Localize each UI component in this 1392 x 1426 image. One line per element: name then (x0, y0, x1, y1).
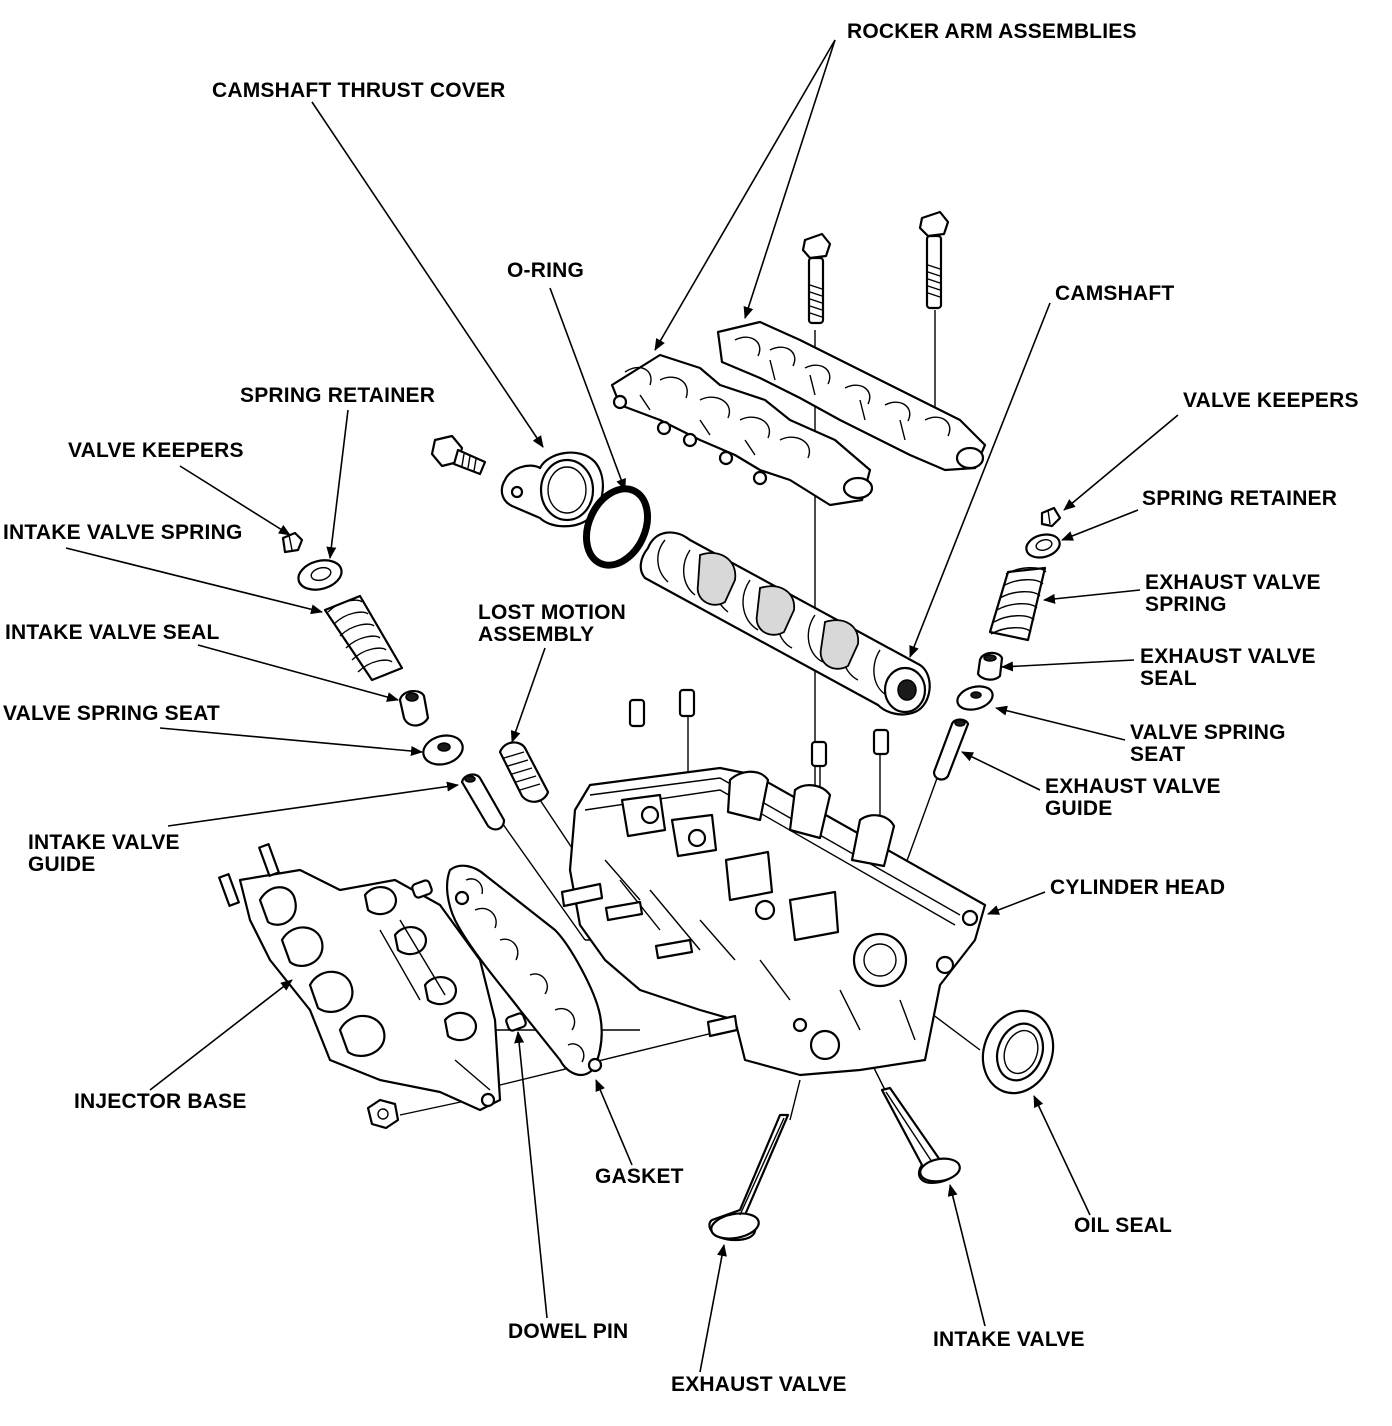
label-valve-spring-seat-right-line1: VALVE SPRING (1130, 721, 1286, 744)
label-valve-spring-seat-left: VALVE SPRING SEAT (3, 702, 220, 725)
intake-valve-part (880, 1086, 961, 1184)
valve-keepers-right-part (1040, 506, 1062, 528)
label-camshaft: CAMSHAFT (1055, 282, 1175, 305)
label-spring-retainer-right: SPRING RETAINER (1142, 487, 1338, 510)
cylinder-head (560, 766, 987, 1077)
label-lost-motion-line1: LOST MOTION (478, 601, 627, 624)
label-valve-keepers-right: VALVE KEEPERS (1183, 389, 1359, 412)
label-camshaft-thrust-cover: CAMSHAFT THRUST COVER (212, 79, 506, 102)
label-valve-keepers-left: VALVE KEEPERS (68, 439, 244, 462)
rocker-arm-assembly-front (610, 353, 874, 507)
label-valve-spring-seat-right: VALVE SPRING SEAT (1130, 722, 1286, 766)
label-intake-valve-guide-line1: INTAKE VALVE (28, 831, 180, 854)
label-intake-valve: INTAKE VALVE (933, 1328, 1085, 1351)
label-exhaust-valve-seal-line1: EXHAUST VALVE (1140, 645, 1316, 668)
intake-valve-seal-part (398, 690, 430, 727)
lost-motion-assembly-part (498, 741, 550, 803)
label-o-ring: O-RING (507, 259, 585, 282)
label-lost-motion-line2: ASSEMBLY (478, 623, 595, 646)
label-exhaust-valve-spring-line2: SPRING (1145, 593, 1227, 616)
label-intake-valve-guide-line2: GUIDE (28, 853, 96, 876)
exhaust-valve-part (708, 1113, 790, 1242)
gasket-part (445, 864, 603, 1076)
oil-seal-part (981, 1009, 1055, 1095)
label-intake-valve-seal: INTAKE VALVE SEAL (5, 621, 220, 644)
label-cylinder-head: CYLINDER HEAD (1050, 876, 1226, 899)
label-gasket: GASKET (595, 1165, 684, 1188)
label-exhaust-valve-guide-line1: EXHAUST VALVE (1045, 775, 1221, 798)
intake-valve-guide-part (460, 773, 506, 831)
injector-base-nut (366, 1098, 400, 1130)
spring-retainer-left-part (297, 559, 343, 591)
label-exhaust-valve-guide: EXHAUST VALVE GUIDE (1045, 776, 1221, 820)
intake-valve-spring-part (323, 594, 404, 682)
injector-base (218, 843, 502, 1112)
label-valve-spring-seat-right-line2: SEAT (1130, 743, 1186, 766)
dowel-pins-top (628, 688, 890, 768)
label-exhaust-valve: EXHAUST VALVE (671, 1373, 847, 1396)
valve-spring-seat-left-part (422, 734, 464, 766)
spring-retainer-right-part (1025, 533, 1061, 559)
leader-lines (65, 39, 1179, 1373)
dowel-pins-lower (411, 879, 527, 1032)
camshaft (639, 531, 931, 716)
label-rocker-arm-assemblies: ROCKER ARM ASSEMBLIES (847, 20, 1137, 43)
valve-keepers-left-part (281, 531, 304, 554)
label-intake-valve-guide: INTAKE VALVE GUIDE (28, 832, 180, 876)
o-ring (583, 485, 651, 569)
exhaust-valve-guide-part (932, 718, 970, 781)
thrust-cover-bolt (430, 434, 487, 476)
label-oil-seal: OIL SEAL (1074, 1214, 1173, 1237)
label-lost-motion-assembly: LOST MOTION ASSEMBLY (478, 602, 626, 646)
valve-spring-seat-right-part (956, 685, 994, 711)
rocker-arm-assembly-rear (716, 320, 987, 472)
label-dowel-pin: DOWEL PIN (508, 1320, 629, 1343)
exhaust-valve-spring-part (988, 566, 1047, 642)
label-intake-valve-spring: INTAKE VALVE SPRING (3, 521, 243, 544)
label-exhaust-valve-seal: EXHAUST VALVE SEAL (1140, 646, 1316, 690)
exhaust-valve-seal-part (976, 651, 1004, 681)
rocker-shaft-bolt-right (918, 210, 950, 310)
label-exhaust-valve-seal-line2: SEAL (1140, 667, 1197, 690)
label-exhaust-valve-guide-line2: GUIDE (1045, 797, 1113, 820)
label-exhaust-valve-spring: EXHAUST VALVE SPRING (1145, 572, 1321, 616)
label-injector-base: INJECTOR BASE (74, 1090, 247, 1113)
label-spring-retainer-left: SPRING RETAINER (240, 384, 436, 407)
camshaft-thrust-cover (500, 451, 604, 528)
label-exhaust-valve-spring-line1: EXHAUST VALVE (1145, 571, 1321, 594)
rocker-shaft-bolt-left (801, 232, 832, 325)
